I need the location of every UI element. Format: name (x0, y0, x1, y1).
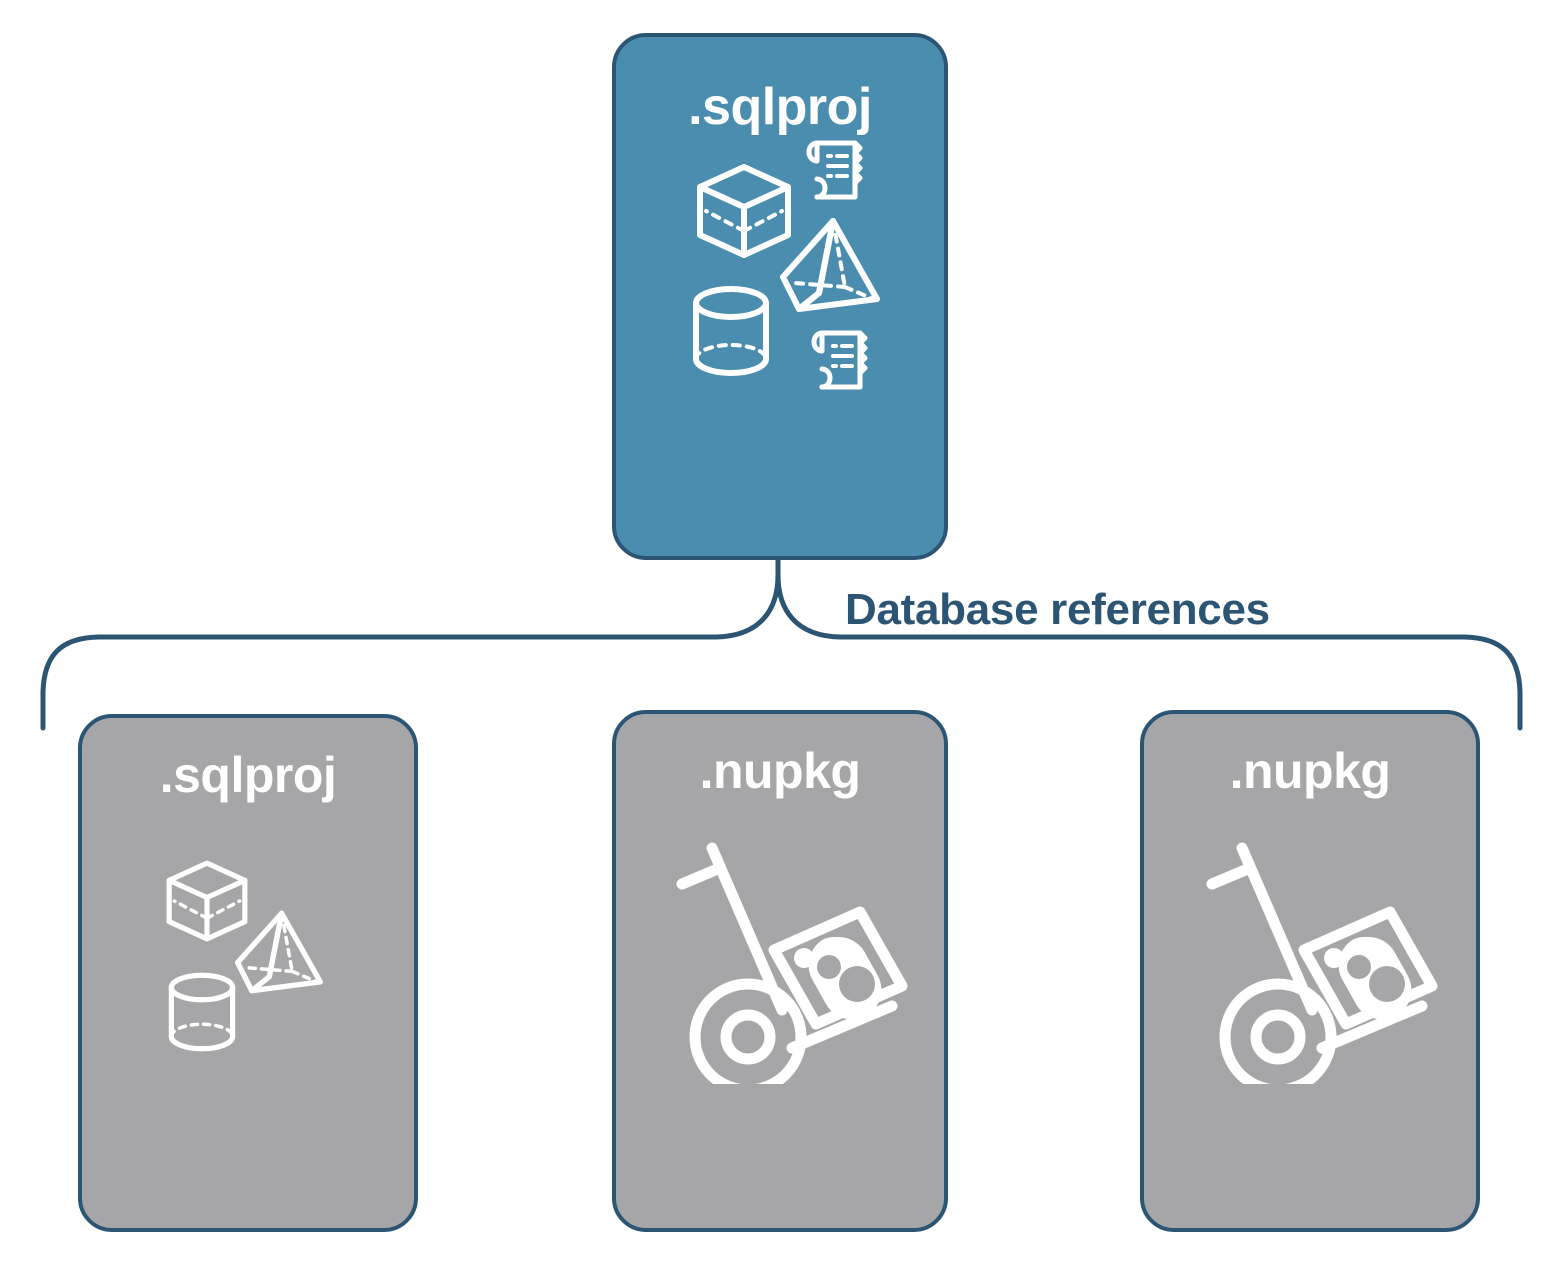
node-artwork-root (616, 133, 944, 556)
node-card-child-nupkg-1[interactable]: .nupkg (612, 710, 948, 1232)
cube-wireframe-icon (697, 164, 791, 258)
node-title-root: .sqlproj (688, 78, 872, 136)
cube-wireframe-icon (166, 860, 248, 942)
scroll-script-icon (806, 140, 863, 200)
pyramid-wireframe-icon (235, 910, 323, 994)
node-title-child-2: .nupkg (1229, 743, 1391, 799)
node-card-root-sqlproj[interactable]: .sqlproj (612, 33, 948, 560)
node-card-child-nupkg-2[interactable]: .nupkg (1140, 710, 1480, 1232)
nuget-hand-truck-icon (676, 842, 908, 1084)
scroll-script-icon (811, 330, 868, 390)
cylinder-wireframe-icon (693, 286, 769, 376)
cylinder-wireframe-icon (168, 972, 236, 1052)
node-artwork-child-0 (82, 800, 414, 1228)
nuget-hand-truck-icon (1206, 842, 1438, 1084)
node-card-child-sqlproj[interactable]: .sqlproj (78, 714, 418, 1232)
node-title-child-1: .nupkg (699, 743, 861, 799)
node-artwork-child-2 (1144, 796, 1476, 1228)
node-artwork-child-1 (616, 796, 944, 1228)
pyramid-wireframe-icon (780, 218, 880, 312)
node-title-child-0: .sqlproj (159, 747, 337, 803)
connector-label-database-references: Database references (845, 585, 1270, 634)
